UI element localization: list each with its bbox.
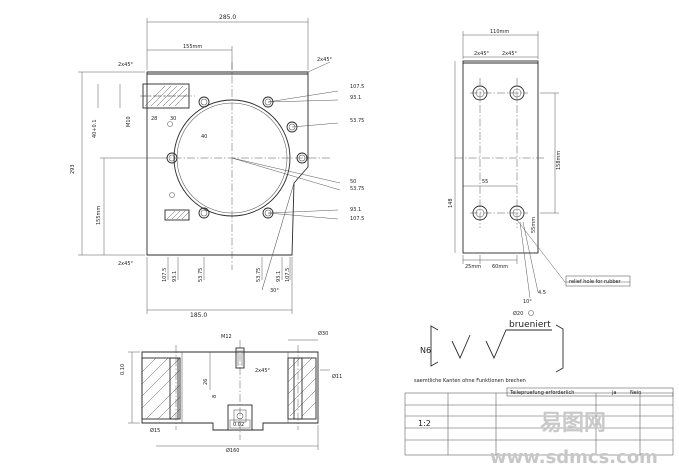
dim-overall-height: 293 [70, 164, 76, 174]
dim-m10: M10 [126, 116, 132, 127]
dim-b53-75: 53.75 [198, 268, 204, 282]
title-scale: 1:2 [418, 419, 431, 428]
dim-chamfer-tr: 2x45° [317, 57, 333, 63]
title-test-note: Teilepruefung erforderlich [509, 390, 574, 396]
side-bolt-holes [472, 85, 525, 221]
dim-b53-75-r: 53.75 [256, 268, 262, 282]
section-dim-chamfer: 2x45° [255, 368, 271, 374]
side-view: 110mm 2x45° 2x45° 148 158mm 55 55mm 25mm… [448, 29, 631, 317]
watermark-url: www.sdmcs.com [490, 447, 658, 465]
side-dim-chamfer-b: 2x45° [502, 51, 518, 57]
dim-bottom-width: 185.0 [190, 312, 207, 319]
section-gdt-value: 0.02 [233, 422, 244, 428]
surface-finish-block: N6 brueniert saemtliche Kanten ohne Funk… [414, 320, 564, 384]
dim-r93-1-bot: 93.1 [350, 207, 361, 213]
side-dim-55: 55 [482, 179, 488, 185]
dim-r107-5-bot: 107.5 [350, 216, 364, 222]
side-dim-45: 4.5 [538, 290, 546, 296]
side-dim-inner-height: 158mm [556, 151, 562, 170]
dim-b93-1: 93.1 [172, 271, 178, 282]
dim-vert-155: 155mm [96, 206, 102, 225]
dim-chamfer-bl: 2x45° [118, 261, 134, 267]
dim-overall-width: 285.0 [219, 14, 236, 21]
bolt-holes [166, 96, 308, 219]
section-hatch-right [287, 357, 317, 420]
side-dim-25: 25mm [465, 264, 481, 270]
dim-40: 40 [201, 134, 207, 140]
side-dim-10: 10° [523, 299, 532, 305]
dim-angle-30: 30° [270, 288, 279, 294]
dim-left-side: 40+0.1 [92, 119, 98, 138]
dim-30: 30 [170, 116, 176, 122]
relief-hole-note: relief hole for rubber [569, 279, 622, 285]
dim-r50: 50 [350, 179, 356, 185]
section-dim-m12: M12 [221, 334, 232, 340]
surface-note: saemtliche Kanten ohne Funktionen breche… [414, 378, 526, 384]
side-dim-width: 110mm [490, 29, 509, 35]
side-dim-chamfer-a: 2x45° [474, 51, 490, 57]
section-hatch-left [141, 357, 181, 420]
dim-b107-5: 107.5 [162, 268, 168, 282]
title-ja: ja [611, 390, 616, 396]
side-dim-20: Ø20 [513, 310, 523, 317]
dim-chamfer-tl: 2x45° [118, 62, 134, 68]
section-view: Ø30 M12 Ø11 Ø15 0.10 26 8 2x45° Ø160 0.0… [120, 330, 342, 454]
surface-brueniert: brueniert [509, 320, 551, 330]
dim-b107-5-r: 107.5 [285, 268, 291, 282]
front-view: 285.0 155mm 2x45° 2x45° 2x45° 293 155mm … [70, 14, 364, 319]
side-dim-height: 148 [448, 198, 454, 208]
dim-r53-75-bot: 53.75 [350, 186, 364, 192]
dim-width-155: 155mm [183, 44, 202, 50]
surface-n6: N6 [420, 346, 431, 355]
side-dim-55mm: 55mm [531, 217, 537, 233]
side-view-outline [462, 60, 539, 254]
threaded-insert-bottom [164, 209, 190, 221]
side-dim-60: 60mm [492, 264, 508, 270]
dim-r93-1-top: 93.1 [350, 95, 361, 101]
section-dim-dia160: Ø160 [226, 447, 239, 454]
watermark-logo: 易图网 [540, 411, 606, 436]
dim-r53-75-top: 53.75 [350, 118, 364, 124]
title-block: Teilepruefung erforderlich ja Nein 1:2 易… [404, 387, 674, 465]
dim-b93-1-r: 93.1 [276, 271, 282, 282]
section-dim-8: 8 [212, 395, 218, 398]
section-dim-010: 0.10 [120, 364, 126, 375]
section-dim-dia15: Ø15 [150, 427, 160, 434]
dim-r107-5-top: 107.5 [350, 84, 364, 90]
title-nein: Nein [630, 390, 641, 396]
section-dim-dia11: Ø11 [332, 373, 342, 380]
section-dim-26: 26 [203, 379, 209, 385]
section-dim-dia30: Ø30 [318, 330, 328, 337]
section-view-outline [141, 351, 319, 431]
dim-28: 28 [151, 116, 157, 122]
